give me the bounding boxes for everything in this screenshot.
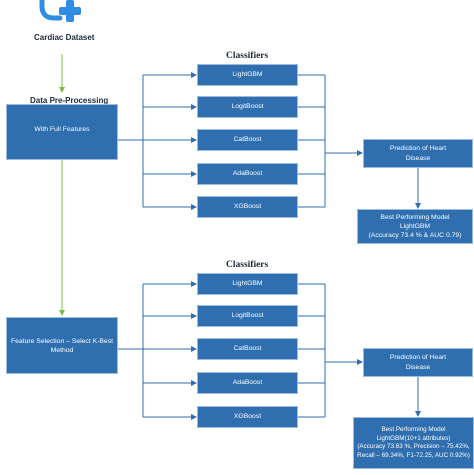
classifier1-catboost: CatBoost [197, 129, 298, 151]
classifier-label: LogitBoost [231, 103, 264, 111]
classifier-label: LightGBM [232, 280, 263, 288]
best-line4: Recall – 69.34%, F1-72.25, AUC 0.92%) [357, 451, 470, 459]
classifier1-adaboost: AdaBoost [197, 163, 298, 185]
best-line3: (Accuracy 73.4 % & AUC 0.79) [368, 232, 462, 240]
classifier-label: CatBoost [233, 345, 262, 353]
feature-selection-line2: Method [50, 347, 74, 355]
classifier2-lightgbm: LightGBM [197, 273, 298, 295]
full-features-label: With Full Features [34, 126, 90, 133]
feature-selection-line1: Feature Selection – Select K-Best [10, 338, 113, 345]
classifier2-logitboost: LogitBoost [197, 305, 298, 327]
classifier-label: AdaBoost [232, 379, 263, 387]
classifier-label: LogitBoost [231, 312, 264, 320]
classifier-label: XGBoost [233, 203, 262, 211]
best-line2: LightGBM(10+1 attributes) [376, 434, 451, 442]
classifier2-catboost: CatBoost [197, 338, 298, 360]
best-line2: LightGBM [399, 222, 431, 230]
prediction-box-2: Prediction of Heart Disease [363, 348, 473, 377]
classifiers-title-1: Classifiers [226, 51, 269, 61]
best-line1: Best Performing Model [381, 426, 446, 433]
classifier1-xgboost: XGBoost [197, 196, 298, 218]
classifier2-adaboost: AdaBoost [197, 372, 298, 394]
prediction-line2: Disease [405, 363, 431, 371]
prediction-line1: Prediction of Heart [389, 354, 447, 362]
preprocessing-label: Data Pre-Processing [30, 96, 109, 105]
feature-selection-box: Feature Selection – Select K-Best Method [6, 317, 118, 374]
cardiac-dataset-icon [39, 0, 81, 22]
best-line3: (Accuracy 73.63 %, Precision – 75.42%, [357, 443, 470, 450]
classifier-label: XGBoost [233, 413, 262, 421]
classifier-label: CatBoost [233, 136, 262, 144]
classifier1-lightgbm: LightGBM [197, 64, 298, 86]
best-line1: Best Performing Model [380, 213, 450, 221]
classifier2-xgboost: XGBoost [197, 406, 298, 428]
best-model-box-1: Best Performing Model LightGBM (Accuracy… [357, 209, 473, 244]
prediction-box-1: Prediction of Heart Disease [363, 139, 473, 168]
prediction-line1: Prediction of Heart [389, 145, 447, 153]
prediction-line2: Disease [405, 154, 431, 162]
classifier1-logitboost: LogitBoost [197, 96, 298, 118]
best-model-box-2: Best Performing Model LightGBM(10+1 attr… [353, 417, 474, 469]
classifier-label: LightGBM [232, 71, 263, 79]
dataset-label: Cardiac Dataset [34, 33, 95, 42]
classifiers-title-2: Classifiers [226, 260, 269, 270]
full-features-box: With Full Features [6, 104, 118, 160]
classifier-label: AdaBoost [232, 170, 263, 178]
